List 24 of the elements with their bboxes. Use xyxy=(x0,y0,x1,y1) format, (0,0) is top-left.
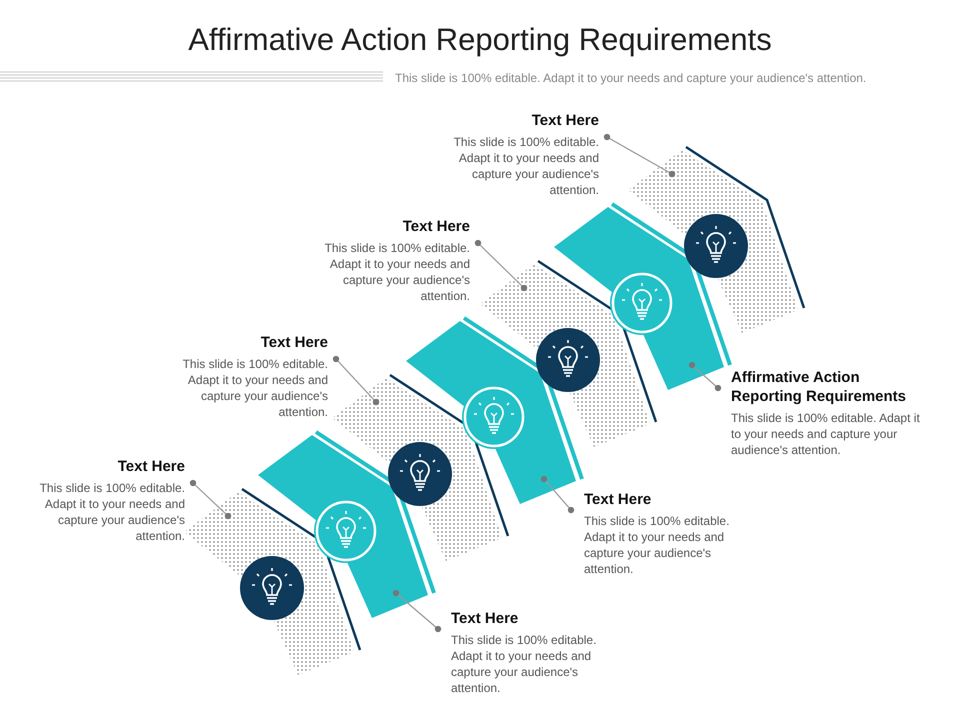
heading: Text Here xyxy=(402,217,470,236)
heading: Text Here xyxy=(451,609,520,628)
leader-line xyxy=(540,476,574,514)
body-text: This slide is 100% editable. Adapt it to your needs and capture your audience's attention. xyxy=(731,410,921,458)
body-text: This slide is 100% editable. Adapt it to your needs and capture your audience's attention. xyxy=(584,513,730,577)
subtitle: This slide is 100% editable. Adapt it to your needs and capture your audience's attention. xyxy=(395,71,866,85)
body-text: This slide is 100% editable. Adapt it to your needs and capture your audience's attention. xyxy=(38,480,185,544)
body-text: This slide is 100% editable. Adapt it to your needs and capture your audience's attention. xyxy=(451,632,598,696)
chevron-band xyxy=(628,146,806,333)
heading: Text Here xyxy=(584,490,652,509)
leader-line xyxy=(392,590,442,632)
body-text: This slide is 100% editable. Adapt it to your needs and capture your audience's attention. xyxy=(452,134,599,198)
heading: Text Here xyxy=(260,333,328,352)
heading: Text Here xyxy=(530,111,599,130)
leader-line xyxy=(332,356,380,406)
heading: Affirmative Action Reporting Requirements xyxy=(731,368,908,406)
leader-line xyxy=(688,362,722,392)
heading: Text Here xyxy=(116,457,185,476)
body-text: This slide is 100% editable. Adapt it to your needs and capture your audience's attention. xyxy=(182,356,328,420)
body-text: This slide is 100% editable. Adapt it to your needs and capture your audience's attention. xyxy=(324,240,470,304)
leader-line xyxy=(190,480,232,520)
leader-line xyxy=(604,134,676,178)
title: Affirmative Action Reporting Requirements xyxy=(187,22,773,58)
leader-line xyxy=(474,240,528,292)
